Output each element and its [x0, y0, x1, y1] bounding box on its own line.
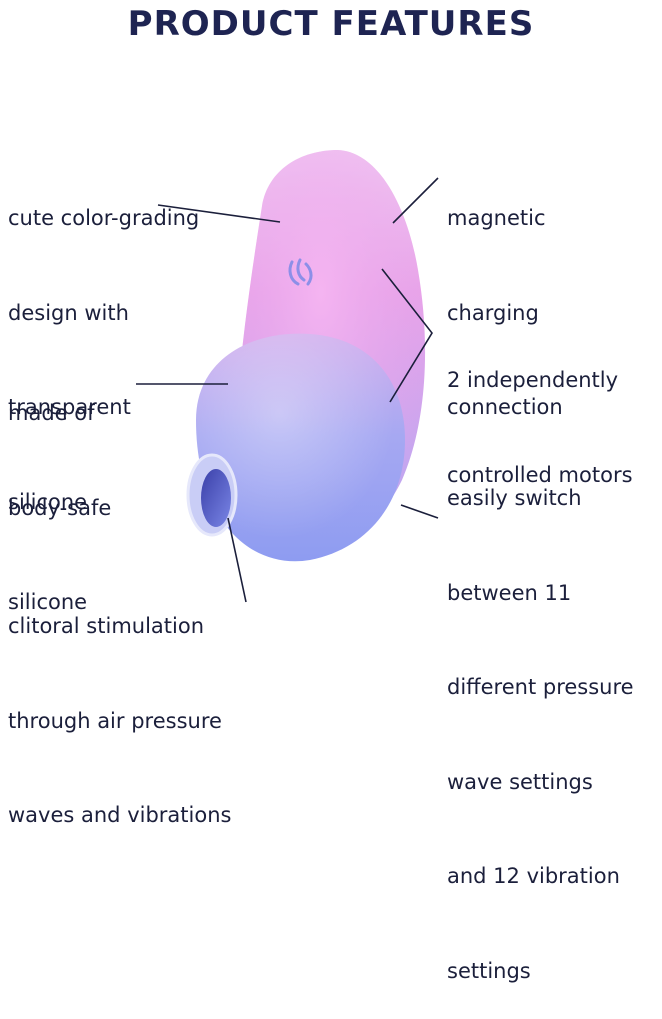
leader-line-magnetic: [392, 177, 439, 224]
brand-logo: [288, 258, 313, 286]
product-illustration: [136, 150, 439, 603]
page-title: PRODUCT FEATURES: [127, 4, 535, 44]
feature-settings: easily switch between 11 different press…: [447, 486, 634, 983]
leader-line-settings: [400, 504, 439, 519]
feature-body-safe: made of body-safe silicone: [8, 401, 112, 614]
feature-color-grading: cute color-grading design with transpare…: [8, 206, 200, 514]
feature-motors: 2 independently controlled motors: [447, 368, 633, 487]
feature-magnetic-charging: magnetic charging connection: [447, 206, 563, 419]
leader-line-clitoral: [227, 517, 247, 603]
nozzle-hole: [201, 469, 231, 527]
feature-clitoral-stimulation: clitoral stimulation through air pressur…: [8, 614, 232, 827]
leader-line-motors: [381, 268, 433, 403]
leader-line-color-grading: [157, 204, 281, 223]
